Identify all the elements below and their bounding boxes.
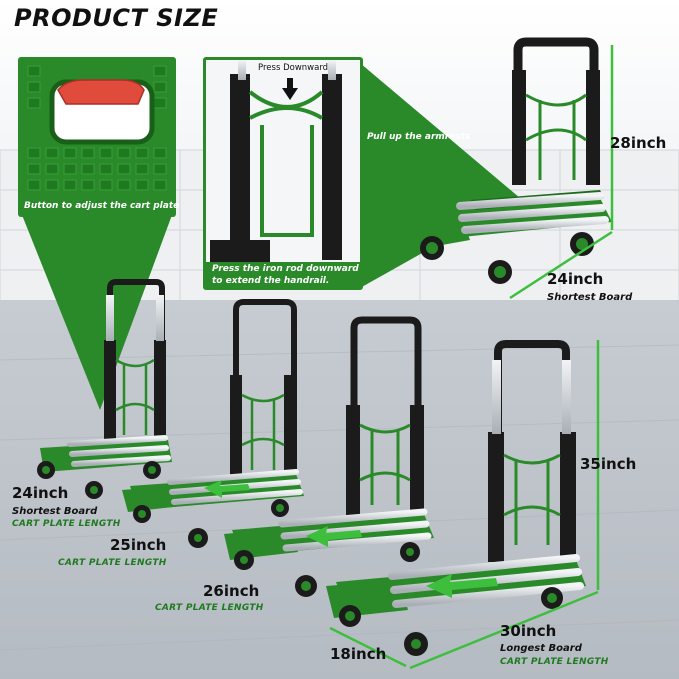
dimension-top-length: 24inch [547,270,604,288]
page-title: PRODUCT SIZE [14,4,219,32]
cart-30inch [326,340,586,656]
arrow-down-icon [282,78,298,100]
dimension-cart4-note: Longest Board [500,643,582,654]
dimension-cart1-caption: CART PLATE LENGTH [12,519,121,529]
dimension-cart4-caption: CART PLATE LENGTH [500,657,609,667]
cart-26inch [224,316,434,597]
dimension-line-top [509,45,614,300]
dimension-height: 35inch [580,455,637,473]
dimension-cart4-length: 30inch [500,622,557,640]
callout-armrests-text: Pull up the armrests [367,132,471,142]
arrow-expand-icon [306,526,362,547]
dimension-cart2-length: 25inch [110,536,167,554]
cart-top [404,37,612,284]
dimension-cart3-caption: CART PLATE LENGTH [155,603,264,613]
arrow-expand-icon [426,574,498,598]
plate-texture [27,65,167,191]
dimension-lines-bottom [329,340,600,670]
cart-25inch [122,299,304,548]
callout-button-text: Button to adjust the cart plate [24,201,180,211]
dimension-top-note: Shortest Board [547,292,633,303]
callout-iron-rod-line2: to extend the handrail. [212,276,330,286]
callout-press-down-text: Press Downward [258,63,329,73]
dimension-cart1-note: Shortest Board [12,506,98,517]
dimension-cart1-length: 24inch [12,484,69,502]
dimension-cart3-length: 26inch [203,582,260,600]
callout-iron-rod-line1: Press the iron rod downward [212,264,359,274]
dimension-width: 18inch [330,645,387,663]
handrail-frame [210,60,342,262]
dimension-cart2-caption: CART PLATE LENGTH [58,558,167,568]
dimension-top-height: 28inch [610,134,667,152]
arrow-expand-icon [204,480,250,498]
cart-24inch [37,279,172,499]
callout-pointer-right [360,63,520,288]
adjust-button-icon [57,79,145,105]
callout-pointer-left [22,215,172,410]
